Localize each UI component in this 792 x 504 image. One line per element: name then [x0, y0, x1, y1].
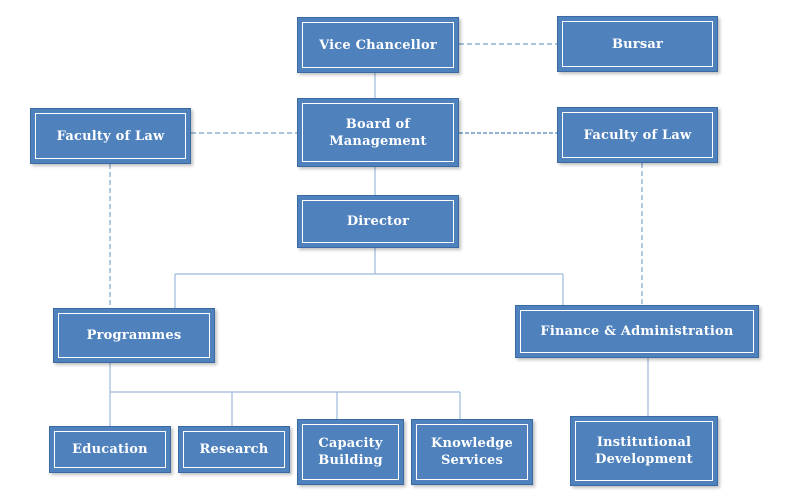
- programmes-box: Programmes: [53, 308, 215, 363]
- programmes-label: Programmes: [86, 328, 182, 343]
- board-of-management-box: Board of Management: [297, 98, 459, 167]
- research-label: Research: [199, 442, 269, 457]
- director-box: Director: [297, 195, 459, 248]
- faculty-of-law-left-box: Faculty of Law: [30, 108, 191, 164]
- faculty-of-law-left-label: Faculty of Law: [56, 128, 165, 144]
- education-label: Education: [72, 442, 148, 457]
- education-box: Education: [49, 426, 171, 473]
- bursar-box: Bursar: [557, 16, 718, 72]
- finance-administration-box: Finance & Administration: [515, 305, 759, 358]
- knowledge-services-label: Knowledge Services: [430, 436, 514, 468]
- finance-administration-label: Finance & Administration: [540, 324, 734, 339]
- vice-chancellor-label: Vice Chancellor: [319, 37, 437, 53]
- faculty-of-law-right-label: Faculty of Law: [583, 127, 692, 143]
- capacity-building-box: Capacity Building: [297, 419, 404, 485]
- bursar-label: Bursar: [611, 36, 664, 52]
- board-of-management-label: Board of Management: [329, 116, 427, 149]
- institutional-development-label: Institutional Development: [595, 435, 693, 467]
- capacity-building-label: Capacity Building: [318, 436, 383, 468]
- faculty-of-law-right-box: Faculty of Law: [557, 107, 718, 163]
- institutional-development-box: Institutional Development: [570, 416, 718, 486]
- research-box: Research: [178, 426, 290, 473]
- knowledge-services-box: Knowledge Services: [411, 419, 533, 485]
- vice-chancellor-box: Vice Chancellor: [297, 17, 459, 73]
- director-label: Director: [346, 214, 410, 229]
